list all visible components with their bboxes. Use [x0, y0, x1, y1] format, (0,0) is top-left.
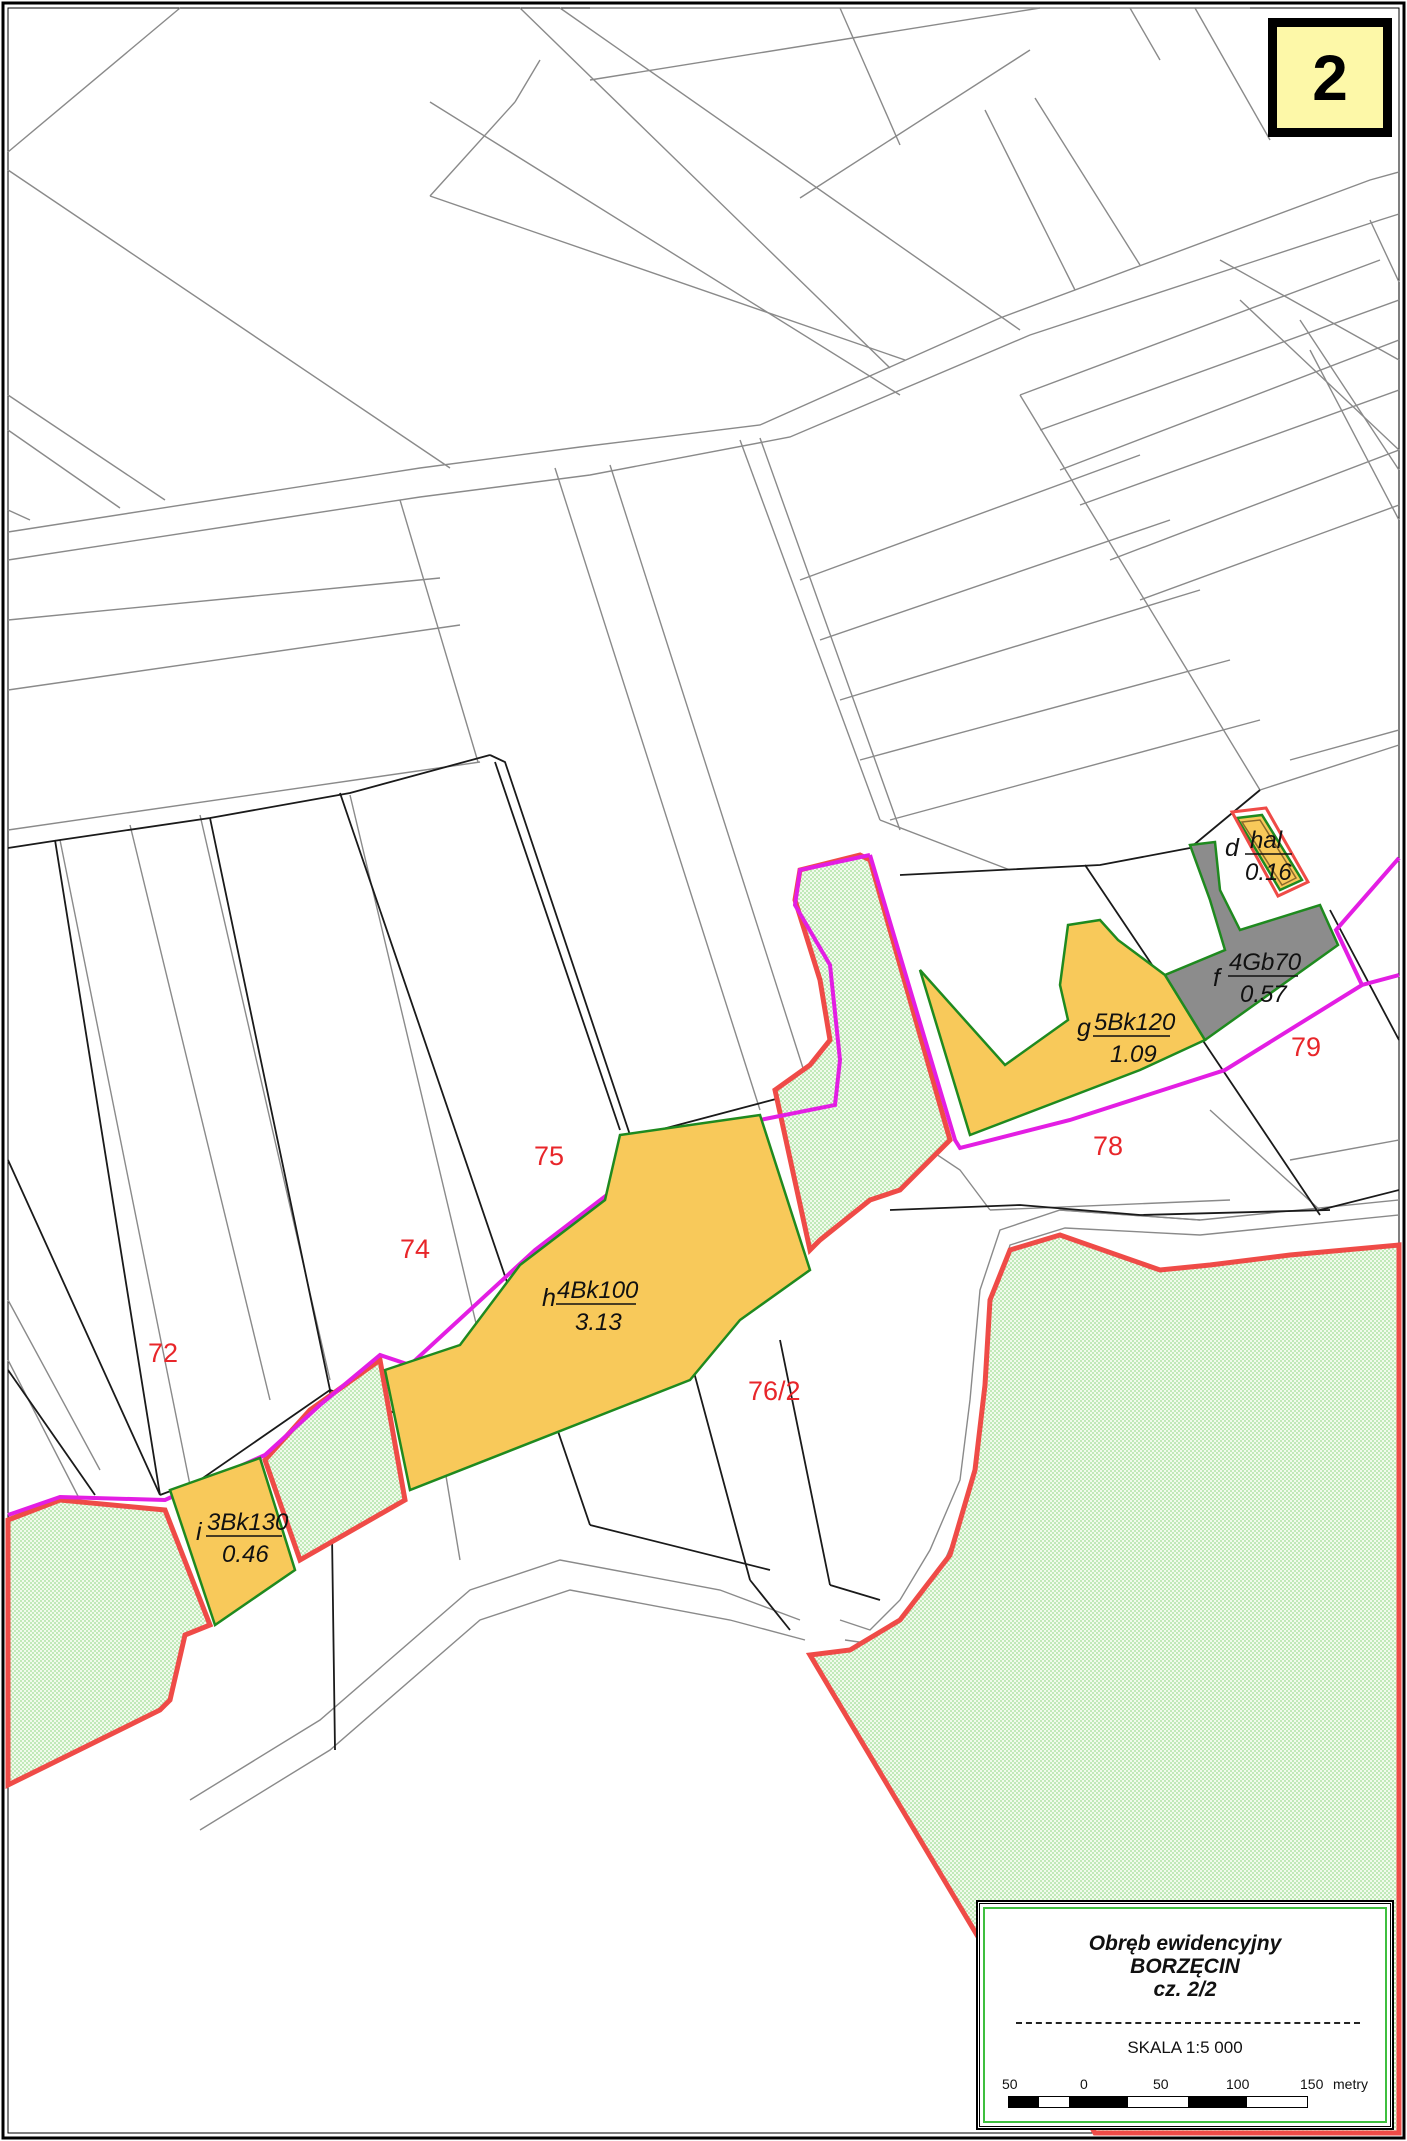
- land-label-letter: d: [1225, 834, 1240, 862]
- scalebar-segment: [1009, 2097, 1039, 2107]
- land-label-f: f 4Gb70 0.57: [1213, 949, 1302, 1008]
- parcel-fill-f: [1163, 840, 1340, 1042]
- parcel-fill-i: [168, 1456, 297, 1627]
- parcel-number: 75: [534, 1141, 564, 1171]
- land-label-area: 0.46: [222, 1541, 269, 1568]
- scalebar-segment: [1068, 2097, 1129, 2107]
- parcel-numbers: 72 74 75 76/2 78 79: [148, 1032, 1321, 1406]
- land-label-letter: g: [1077, 1014, 1091, 1042]
- land-label-class: 4Bk100: [557, 1277, 639, 1304]
- legend-separator: [1016, 2022, 1360, 2024]
- legend-title-line2: BORZĘCIN: [1130, 1955, 1240, 1978]
- land-label-d: d hal 0.16: [1225, 827, 1292, 886]
- land-label-class: hal: [1250, 827, 1283, 854]
- legend-title-line1: Obręb ewidencyjny: [1088, 1932, 1282, 1955]
- scalebar-tick: 50: [1153, 2076, 1169, 2092]
- scalebar-unit: metry: [1333, 2076, 1368, 2092]
- parcel-boundaries: [7, 7, 1400, 1831]
- land-label-g: g 5Bk120 1.09: [1077, 1009, 1176, 1068]
- land-label-area: 3.13: [575, 1309, 622, 1336]
- scalebar: [1008, 2096, 1308, 2108]
- scalebar-segment: [1187, 2097, 1248, 2107]
- land-label-area: 0.57: [1240, 981, 1288, 1008]
- land-label-class: 4Gb70: [1229, 949, 1302, 976]
- parcel-number: 72: [148, 1338, 178, 1368]
- legend-title: Obręb ewidencyjny BORZĘCIN cz. 2/2: [978, 1932, 1392, 2001]
- scalebar-segment: [1247, 2097, 1307, 2107]
- parcel-number: 78: [1093, 1131, 1123, 1161]
- scalebar-tick: 0: [1080, 2076, 1088, 2092]
- land-label-h: h 4Bk100 3.13: [542, 1277, 639, 1336]
- scalebar-tick: 150: [1300, 2076, 1324, 2092]
- sheet-number-badge: 2: [1268, 18, 1392, 137]
- legend-title-line3: cz. 2/2: [1153, 1978, 1217, 2001]
- land-label-letter: i: [196, 1518, 203, 1546]
- parcel-fill-g: [918, 918, 1207, 1137]
- land-label-i: i 3Bk130 0.46: [196, 1509, 289, 1568]
- scale-text: SKALA 1:5 000: [1127, 2038, 1243, 2057]
- land-label-area: 0.16: [1245, 859, 1292, 886]
- legend-box: Obręb ewidencyjny BORZĘCIN cz. 2/2 SKALA…: [976, 1900, 1394, 2130]
- scalebar-segment: [1038, 2097, 1069, 2107]
- parcel-fill-h: [383, 1113, 812, 1492]
- land-label-letter: h: [542, 1284, 556, 1312]
- green-area-lower-left: [5, 1497, 214, 1790]
- parcel-fill-d: [1234, 813, 1304, 892]
- land-label-class: 5Bk120: [1094, 1009, 1176, 1036]
- legend-inner-frame: [979, 1903, 1391, 2127]
- parcel-outline-d: [1229, 806, 1311, 898]
- parcel-number: 76/2: [748, 1376, 801, 1406]
- scalebar-tick: 50: [1002, 2076, 1018, 2092]
- parcel-number: 74: [400, 1234, 430, 1264]
- parcel-outline-d-inner: [1240, 819, 1298, 886]
- land-label-class: 3Bk130: [207, 1509, 289, 1536]
- scalebar-segment: [1128, 2097, 1188, 2107]
- land-label-letter: f: [1213, 964, 1223, 992]
- parcel-number: 79: [1291, 1032, 1321, 1062]
- land-label-area: 1.09: [1110, 1041, 1157, 1068]
- sheet-number: 2: [1312, 41, 1348, 114]
- scalebar-tick: 100: [1226, 2076, 1250, 2092]
